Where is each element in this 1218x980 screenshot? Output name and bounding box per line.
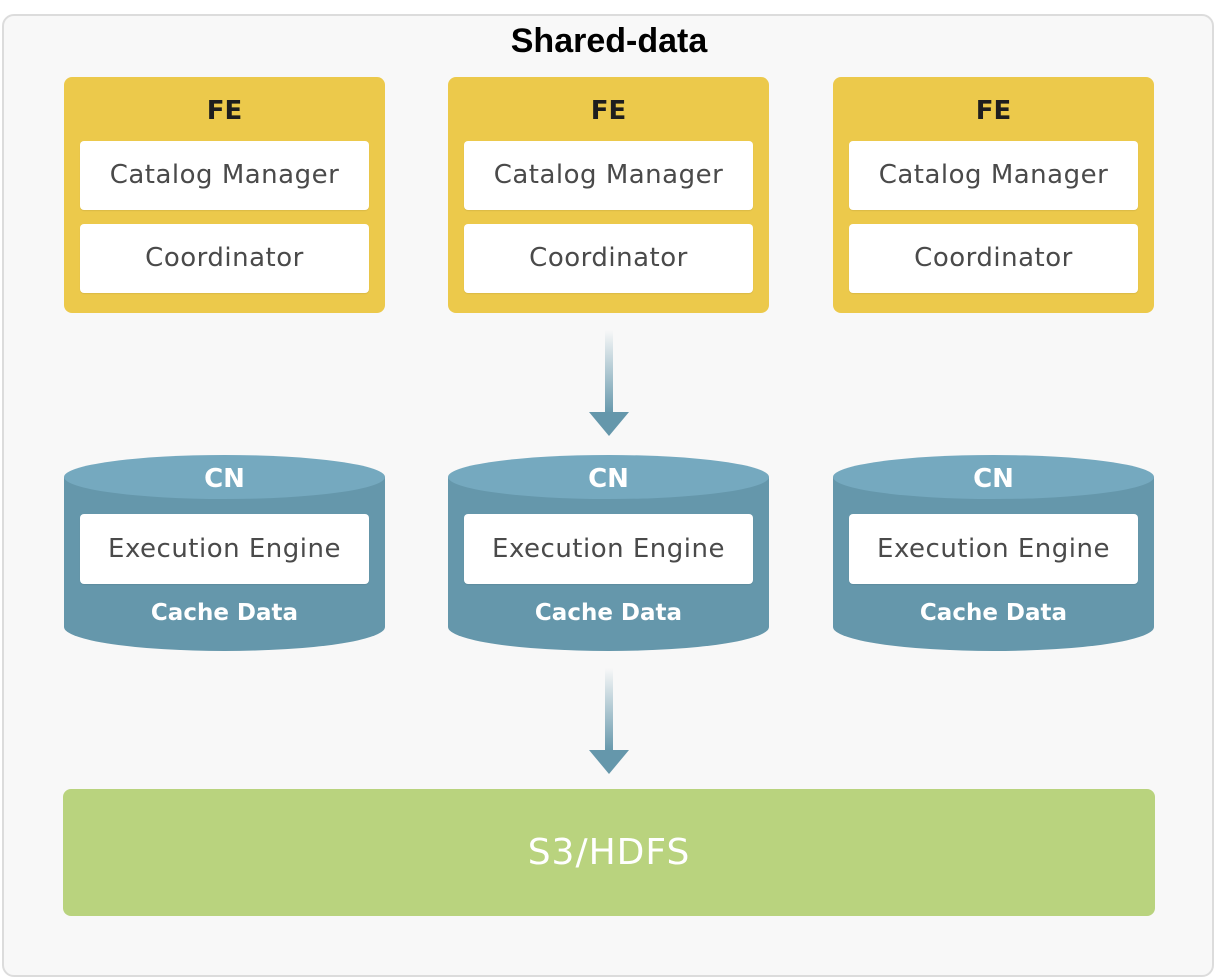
fe-label: FE	[590, 96, 627, 126]
coordinator-box: Coordinator	[464, 224, 753, 293]
fe-node-1: FE Catalog Manager Coordinator	[64, 77, 385, 313]
cn-node-1: CN Execution Engine Cache Data	[64, 455, 385, 655]
fe-label: FE	[975, 96, 1012, 126]
catalog-manager-box: Catalog Manager	[80, 141, 369, 210]
arrow-down-icon	[589, 668, 629, 774]
execution-engine-box: Execution Engine	[849, 514, 1138, 584]
fe-node-2: FE Catalog Manager Coordinator	[448, 77, 769, 313]
cn-node-3: CN Execution Engine Cache Data	[833, 455, 1154, 655]
cn-label: CN	[588, 464, 629, 494]
coordinator-box: Coordinator	[80, 224, 369, 293]
cn-node-2: CN Execution Engine Cache Data	[448, 455, 769, 655]
catalog-manager-box: Catalog Manager	[849, 141, 1138, 210]
execution-engine-box: Execution Engine	[80, 514, 369, 584]
arrow-down-icon	[589, 330, 629, 436]
storage-layer: S3/HDFS	[63, 789, 1155, 916]
cache-data-label: Cache Data	[919, 600, 1068, 626]
cn-label: CN	[973, 464, 1014, 494]
fe-label: FE	[206, 96, 243, 126]
cache-data-label: Cache Data	[150, 600, 299, 626]
fe-node-3: FE Catalog Manager Coordinator	[833, 77, 1154, 313]
cn-label: CN	[204, 464, 245, 494]
diagram-title: Shared-data	[510, 22, 708, 60]
catalog-manager-box: Catalog Manager	[464, 141, 753, 210]
cache-data-label: Cache Data	[534, 600, 683, 626]
execution-engine-box: Execution Engine	[464, 514, 753, 584]
coordinator-box: Coordinator	[849, 224, 1138, 293]
